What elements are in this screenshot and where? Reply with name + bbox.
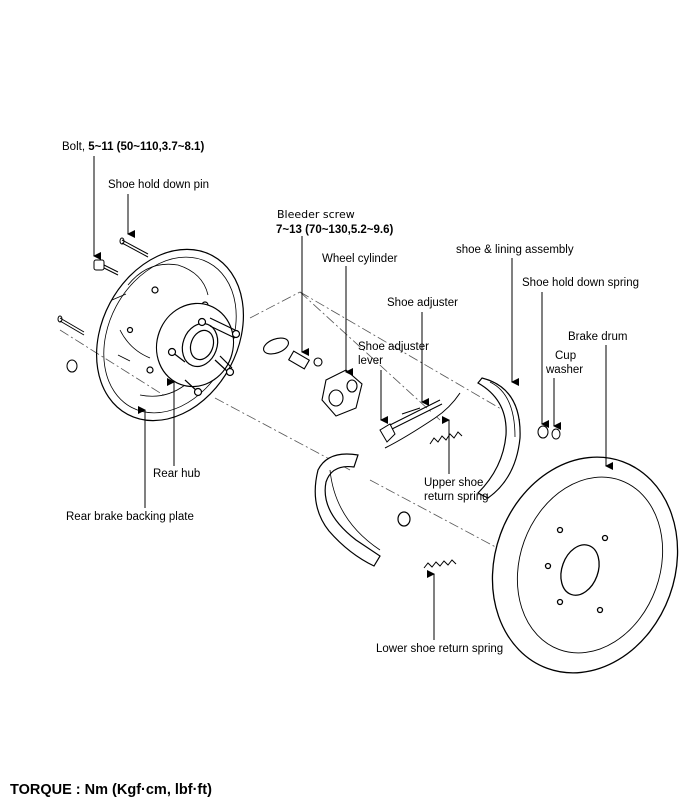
- backing-plate: [95, 248, 245, 422]
- shoe-adjuster-lever-label-line2: lever: [358, 355, 383, 367]
- bleeder-screw-torque: 7~13 (70~130,5.2~9.6): [276, 224, 394, 236]
- lower-shoe-return-spring-label: Lower shoe return spring: [376, 643, 504, 655]
- cup-washer-label-line2: washer: [546, 364, 584, 376]
- bolt-name: Bolt,: [62, 141, 89, 153]
- torque-units-footer: TORQUE : Nm (Kgf·cm, lbf·ft): [10, 782, 212, 798]
- upper-shoe-return-spring-label-line1: Upper shoe: [424, 477, 484, 489]
- shoe-lining-assembly-label: shoe & lining assembly: [456, 244, 574, 256]
- rear-hub-label: Rear hub: [153, 468, 201, 480]
- shoe-hold-down-pin-label: Shoe hold down pin: [108, 179, 210, 191]
- wheel-cylinder: [263, 337, 363, 417]
- bleeder-screw-label: Bleeder screw: [277, 208, 355, 221]
- brake-drum: [491, 456, 679, 674]
- shoe-hold-down-spring-label: Shoe hold down spring: [522, 277, 639, 289]
- assembly-axis-lines: [59, 291, 521, 561]
- rear-brake-backing-plate-label: Rear brake backing plate: [66, 511, 194, 523]
- upper-shoe-return-spring: [429, 431, 463, 445]
- cup-washer-label-line1: Cup: [555, 350, 577, 362]
- bolt-torque: 5~11 (50~110,3.7~8.1): [88, 141, 205, 153]
- wheel-cylinder-label: Wheel cylinder: [322, 253, 398, 265]
- brake-shoe-rear: [476, 377, 521, 499]
- rear-hub: [155, 302, 241, 397]
- upper-shoe-return-spring-label-line2: return spring: [424, 491, 489, 503]
- shoe-hold-down-spring: [537, 425, 561, 440]
- shoe-hold-down-pin: [57, 237, 149, 373]
- bolt: [93, 259, 119, 276]
- shoe-adjuster-label: Shoe adjuster: [387, 297, 458, 309]
- shoe-adjuster-lever-label-line1: Shoe adjuster: [358, 341, 429, 353]
- shoe-adjuster: [379, 392, 461, 449]
- lower-shoe-return-spring: [423, 559, 457, 569]
- brake-shoe-front: [314, 453, 411, 567]
- brake-drum-label: Brake drum: [568, 331, 628, 343]
- leader-lines: [93, 156, 613, 640]
- bolt-label: Bolt, 5~11 (50~110,3.7~8.1): [62, 140, 204, 154]
